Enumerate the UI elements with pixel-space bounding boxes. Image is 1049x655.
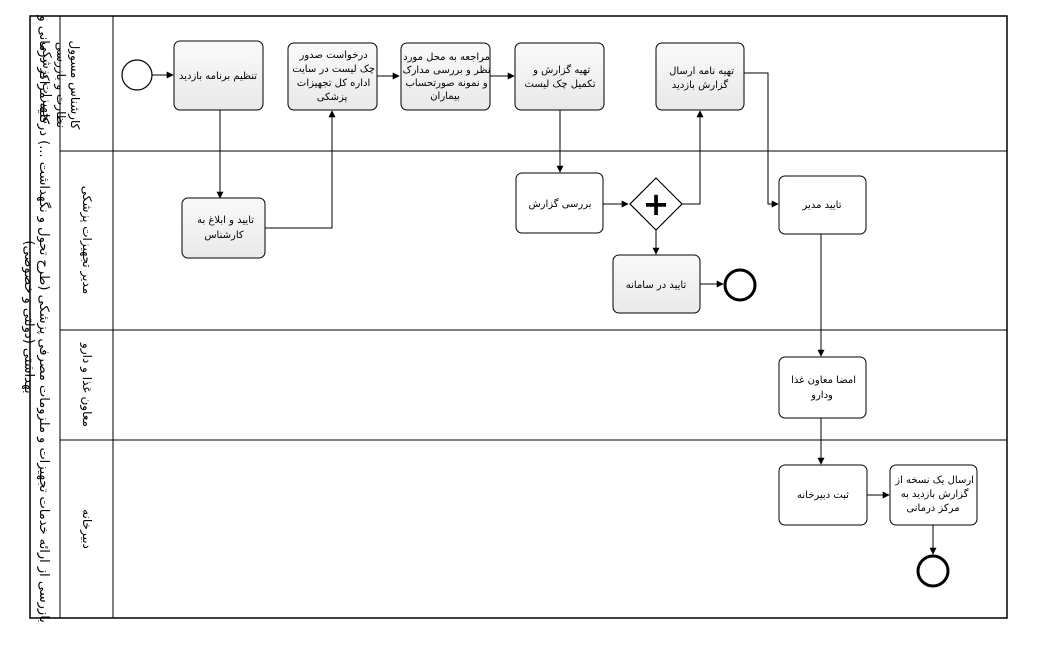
flow-gateway-to-letter [682,110,704,205]
task-approve-notify[interactable]: تایید و ابلاغ به کارشناس [181,197,266,259]
task-deputy-signature-line2: ودارو [810,390,833,401]
lane-label-inspector: کارشناس مسوول نظارت و بازرسی تجهیزات پزش… [39,37,82,130]
lane-label-manager: مدیر تجهیزات پزشکی [79,186,94,294]
task-schedule-visit-label: تنظیم برنامه بازدید [179,71,257,82]
task-approve-notify-line2: کارشناس [204,230,244,241]
task-review-report[interactable]: بررسی گزارش [515,172,604,234]
task-approve-system-line1: تایید در سامانه [626,280,687,291]
sequence-flows [152,71,937,555]
pool-title-line1: بازرسی از ارائه خدمات تجهیزات و ملزومات … [36,14,52,622]
task-request-checklist[interactable]: درخواست صدور چک لیست در سایت اداره کل تج… [287,42,378,111]
task-send-copy[interactable]: ارسال یک نسخه از گزارش بازدید به مرکز در… [889,464,978,526]
task-site-visit-label: مراجعه به محل مورد نظر و بررسی مدارک و ن… [399,52,490,102]
task-approve-notify-label: تایید و ابلاغ به کارشناس [194,215,254,241]
task-prepare-report-line1: تهیه گزارش و [532,64,590,76]
lane-label-manager-line1: مدیر تجهیزات پزشکی [79,186,94,294]
task-request-checklist-line2: چک لیست در سایت [292,64,375,75]
gateway-plus-icon: + [643,185,670,223]
task-send-letter[interactable]: تهیه نامه ارسال گزارش بازدید [655,42,745,111]
task-register-secretariat-label: ثبت دبیرخانه [797,490,849,501]
lane-label-inspector-line1: کارشناس مسوول [67,41,82,130]
lane-label-inspector-line3: تجهیزات پزشکی [39,42,54,124]
lane-label-deputy: معاون غذا و دارو [79,342,94,427]
task-site-visit-line4: بیماران [430,91,460,102]
task-deputy-signature-line1: امضا معاون غذا [791,375,856,386]
task-approve-system[interactable]: تایید در سامانه [612,254,701,314]
task-request-checklist-line1: درخواست صدور [299,50,368,61]
lane-label-deputy-line1: معاون غذا و دارو [79,342,94,427]
flow-letter-to-manager [744,72,779,208]
lane-label-secretariat-line1: دبیرخانه [79,509,94,549]
task-deputy-signature-label: امضا معاون غذا ودارو [788,375,856,401]
task-register-secretariat-line1: ثبت دبیرخانه [797,490,849,501]
parallel-gateway[interactable]: + [629,177,683,231]
task-prepare-report-line2: تکمیل چک لیست [525,79,596,90]
task-prepare-report-label: تهیه گزارش و تکمیل چک لیست [525,64,596,90]
task-request-checklist-label: درخواست صدور چک لیست در سایت اداره کل تج… [289,50,375,103]
task-manager-approval[interactable]: تایید مدیر [778,175,867,235]
task-site-visit-line2: نظر و بررسی مدارک [403,65,491,76]
pool-border [29,15,1008,619]
pool-title-line2: بهداشتی (دولتی و خصوصی) [21,240,36,393]
task-prepare-report[interactable]: تهیه گزارش و تکمیل چک لیست [514,42,605,111]
task-review-report-label: بررسی گزارش [528,198,591,210]
end-event-send[interactable] [916,554,950,588]
task-send-copy-line3: مرکز درمانی [906,503,959,514]
end-event-system[interactable] [723,268,757,302]
task-send-copy-line1: ارسال یک نسخه از [894,475,974,486]
task-schedule-visit[interactable]: تنظیم برنامه بازدید [173,40,264,111]
task-send-letter-label: تهیه نامه ارسال گزارش بازدید [666,66,734,91]
task-approve-system-label: تایید در سامانه [626,280,687,291]
task-site-visit-line1: مراجعه به محل مورد [403,52,490,63]
lane-label-inspector-line2: نظارت و بازرسی [53,42,68,128]
task-send-copy-label: ارسال یک نسخه از گزارش بازدید به مرکز در… [892,475,974,514]
lane-label-secretariat: دبیرخانه [79,509,94,549]
task-review-report-line1: بررسی گزارش [528,198,591,210]
task-manager-approval-line1: تایید مدیر [802,200,842,211]
task-send-letter-line1: تهیه نامه ارسال [669,66,734,77]
task-site-visit-line3: و نمونه صورتحساب [406,78,488,89]
task-request-checklist-line3: اداره کل تجهیزات [297,78,370,89]
task-send-copy-line2: گزارش بازدید به [901,488,969,500]
task-schedule-visit-line1: تنظیم برنامه بازدید [179,71,257,82]
task-manager-approval-label: تایید مدیر [802,200,842,211]
task-send-letter-line2: گزارش بازدید [672,79,729,91]
task-deputy-signature[interactable]: امضا معاون غذا ودارو [778,356,867,419]
start-event[interactable] [121,59,153,91]
pool-title: بازرسی از ارائه خدمات تجهیزات و ملزومات … [21,11,52,623]
task-site-visit[interactable]: مراجعه به محل مورد نظر و بررسی مدارک و ن… [399,42,491,111]
task-register-secretariat[interactable]: ثبت دبیرخانه [778,464,868,526]
flow-approve-to-request [265,110,336,229]
task-approve-notify-line1: تایید و ابلاغ به [197,215,254,226]
task-request-checklist-line4: پزشکی [317,92,348,103]
